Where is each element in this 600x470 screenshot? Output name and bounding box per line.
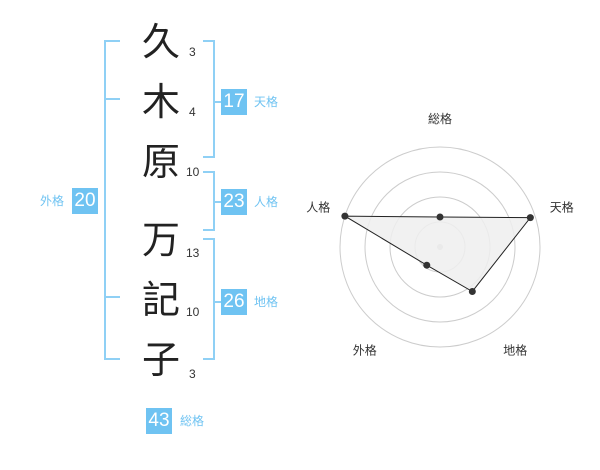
name-char-2: 木 <box>141 80 180 124</box>
tenkaku-badge: 17 <box>221 89 247 115</box>
name-char-1: 久 <box>141 20 180 64</box>
name-char-6: 子 <box>141 338 180 382</box>
soukaku-label: 総格 <box>180 414 205 428</box>
radar-point-2 <box>526 214 534 222</box>
tenkaku-label: 天格 <box>254 95 279 109</box>
stroke-count-5: 10 <box>186 305 200 319</box>
jinkaku-badge: 23 <box>221 189 247 215</box>
radar-point-5 <box>341 212 349 220</box>
jinkaku-label: 人格 <box>254 195 279 209</box>
radar-axis-label-2: 天格 <box>550 199 574 214</box>
gaikaku-label: 外格 <box>40 194 65 208</box>
name-char-3: 原 <box>141 140 180 184</box>
stroke-count-2: 4 <box>189 105 196 119</box>
radar-point-3 <box>468 287 476 295</box>
radar-axis-label-5: 人格 <box>306 199 330 214</box>
radar-ring-3 <box>364 171 516 323</box>
gaikaku-badge: 20 <box>72 188 98 214</box>
stroke-count-6: 3 <box>189 367 196 381</box>
stroke-count-3: 10 <box>186 165 200 179</box>
soukaku-badge: 43 <box>146 408 172 434</box>
stroke-count-4: 13 <box>186 246 200 260</box>
chikaku-badge: 26 <box>221 289 247 315</box>
radar-ring-4 <box>339 146 541 348</box>
radar-polygon <box>343 215 532 293</box>
radar-point-4 <box>423 261 431 269</box>
name-char-4: 万 <box>141 218 180 262</box>
radar-point-1 <box>436 213 444 221</box>
radar-axis-label-4: 外格 <box>353 343 377 358</box>
radar-axis-label-1: 総格 <box>428 111 452 126</box>
name-char-5: 記 <box>141 278 180 322</box>
radar-axis-label-3: 地格 <box>503 343 527 358</box>
stroke-count-1: 3 <box>189 45 196 59</box>
chikaku-label: 地格 <box>254 295 279 309</box>
